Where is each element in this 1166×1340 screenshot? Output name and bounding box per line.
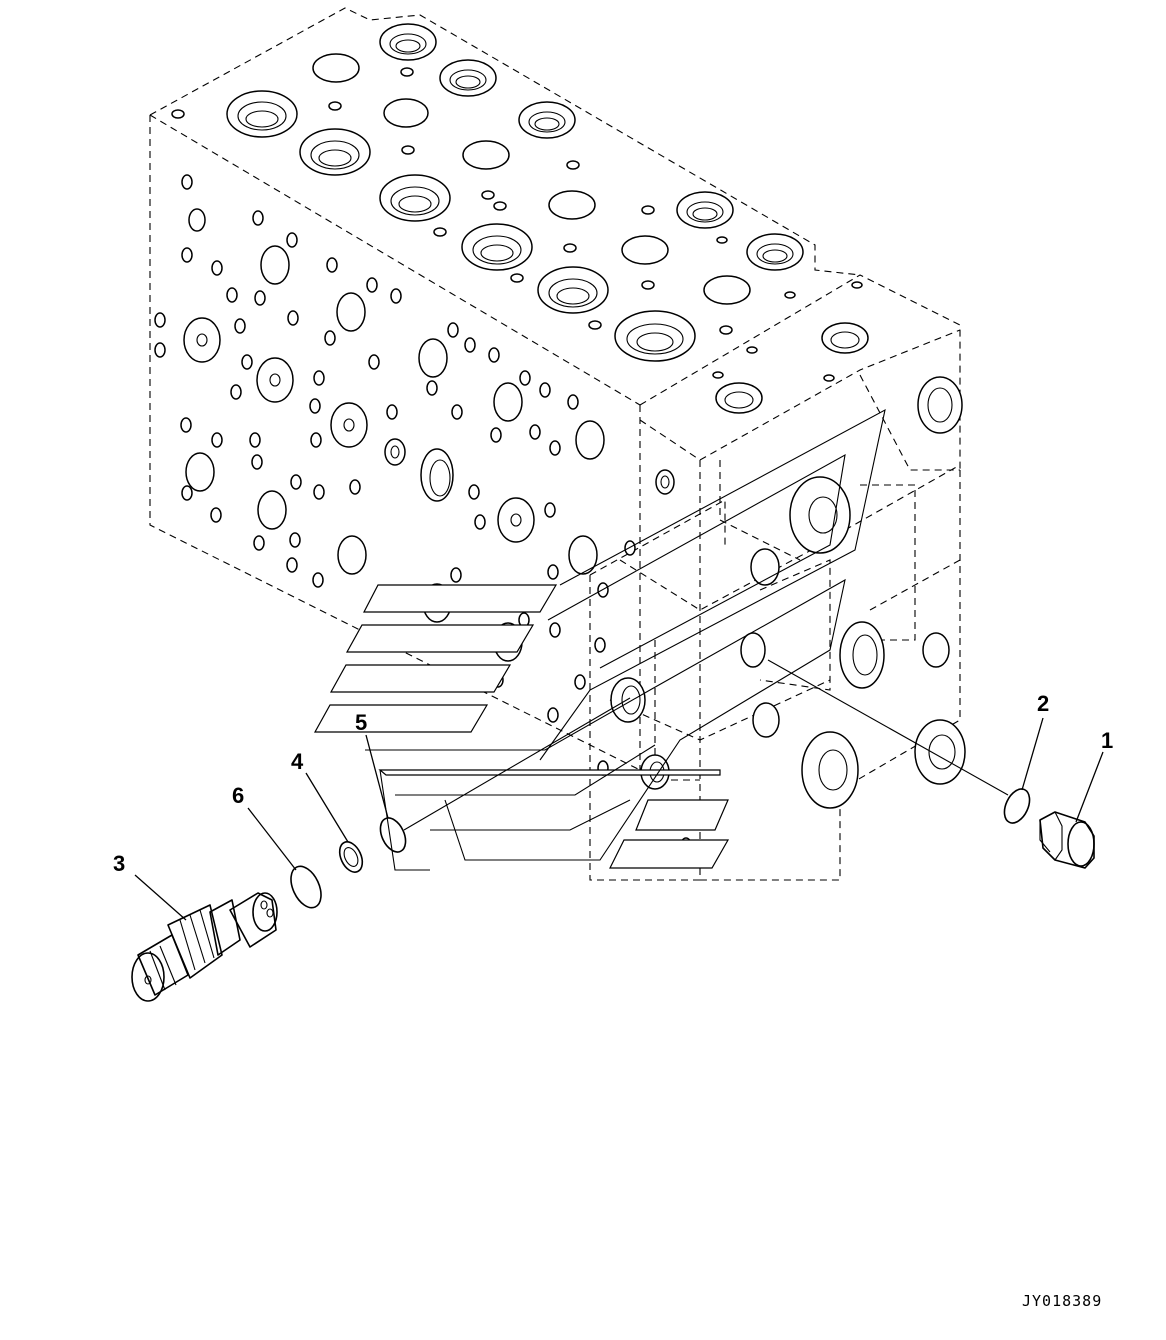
- part-plug: [1039, 811, 1095, 869]
- callout-2: 2: [1037, 691, 1049, 716]
- part-o-ring-6: [290, 865, 322, 909]
- callout-3: 3: [113, 851, 125, 876]
- callout-4: 4: [291, 749, 304, 774]
- figure-code: JY018389: [1022, 1292, 1102, 1310]
- assembly-line-left: [403, 697, 631, 831]
- watermark-logo: [313, 408, 886, 871]
- leader-line-1: [1075, 751, 1104, 823]
- part-o-ring-2: [1003, 788, 1031, 824]
- right-section-ports: [597, 281, 966, 853]
- part-o-ring-5: [379, 817, 407, 853]
- part-valve-cartridge: [131, 892, 278, 1002]
- callout-5: 5: [355, 710, 367, 735]
- assembly-line-right: [767, 659, 1009, 796]
- leader-line-5: [365, 734, 389, 819]
- top-face-ports: [171, 23, 804, 362]
- callout-6: 6: [232, 783, 244, 808]
- part-backup-ring: [338, 841, 364, 873]
- leader-line-4: [305, 772, 349, 843]
- leader-line-3: [134, 874, 187, 921]
- callout-1: 1: [1101, 728, 1113, 753]
- leader-line-6: [247, 807, 297, 871]
- leader-line-2: [1021, 717, 1044, 791]
